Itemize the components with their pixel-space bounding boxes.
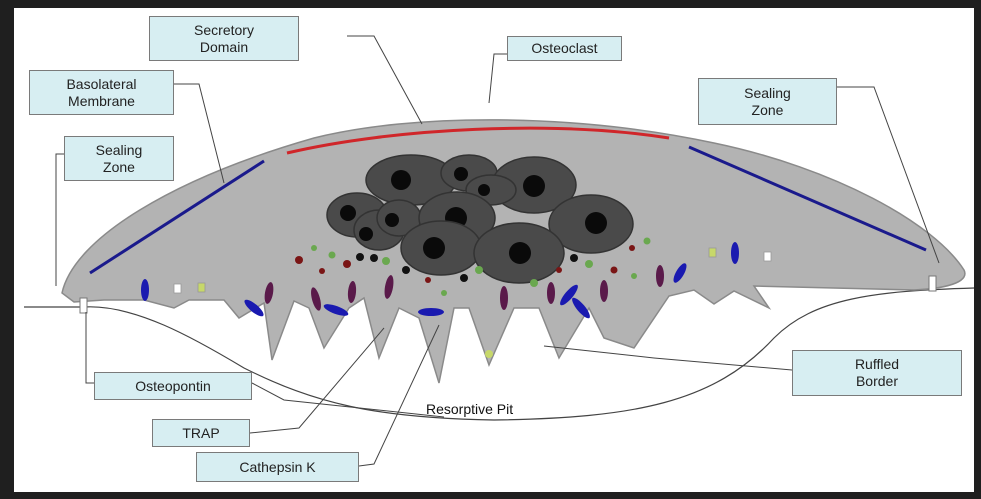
label-cathepsin-k: Cathepsin K bbox=[196, 452, 359, 482]
nucleolus bbox=[391, 170, 411, 190]
leader-sealing-left bbox=[56, 154, 64, 286]
osteopontin-marker bbox=[764, 252, 771, 261]
label-trap: TRAP bbox=[152, 419, 250, 447]
leader-osteopontin-tail bbox=[252, 383, 444, 417]
leader-osteopontin bbox=[86, 312, 94, 383]
label-osteoclast: Osteoclast bbox=[507, 36, 622, 61]
leader-ruffled bbox=[544, 346, 792, 370]
nucleolus bbox=[478, 184, 490, 196]
label-sealing-zone-left: Sealing Zone bbox=[64, 136, 174, 181]
trap-vesicle bbox=[500, 286, 508, 310]
osteopontin-marker bbox=[174, 284, 181, 293]
nucleolus bbox=[585, 212, 607, 234]
cathepsin-vesicle bbox=[141, 279, 149, 301]
sealing-zone-peg-right bbox=[929, 276, 936, 291]
nucleolus bbox=[359, 227, 373, 241]
trap-vesicle bbox=[600, 280, 608, 302]
label-secretory-domain: Secretory Domain bbox=[149, 16, 299, 61]
sealing-zone-peg-left bbox=[80, 298, 87, 313]
nucleolus bbox=[454, 167, 468, 181]
nucleolus bbox=[509, 242, 531, 264]
nucleolus bbox=[423, 237, 445, 259]
label-sealing-zone-right: Sealing Zone bbox=[698, 78, 837, 125]
osteopontin-marker bbox=[198, 283, 205, 292]
nucleolus bbox=[340, 205, 356, 221]
label-ruffled-border: Ruffled Border bbox=[792, 350, 962, 396]
label-resorptive-pit: Resorptive Pit bbox=[426, 401, 513, 417]
cathepsin-vesicle bbox=[418, 308, 444, 316]
leader-secretory bbox=[347, 36, 422, 124]
nucleolus bbox=[523, 175, 545, 197]
label-osteopontin: Osteopontin bbox=[94, 372, 252, 400]
trap-vesicle bbox=[547, 282, 555, 304]
leader-osteoclast bbox=[489, 54, 507, 103]
label-basolateral-membrane: Basolateral Membrane bbox=[29, 70, 174, 115]
nucleolus bbox=[385, 213, 399, 227]
cathepsin-vesicle bbox=[731, 242, 739, 264]
diagram-frame: Secretory Domain Osteoclast Basolateral … bbox=[14, 8, 974, 492]
trap-vesicle bbox=[656, 265, 664, 287]
leader-basolateral bbox=[174, 84, 224, 183]
osteopontin-marker bbox=[709, 248, 716, 257]
